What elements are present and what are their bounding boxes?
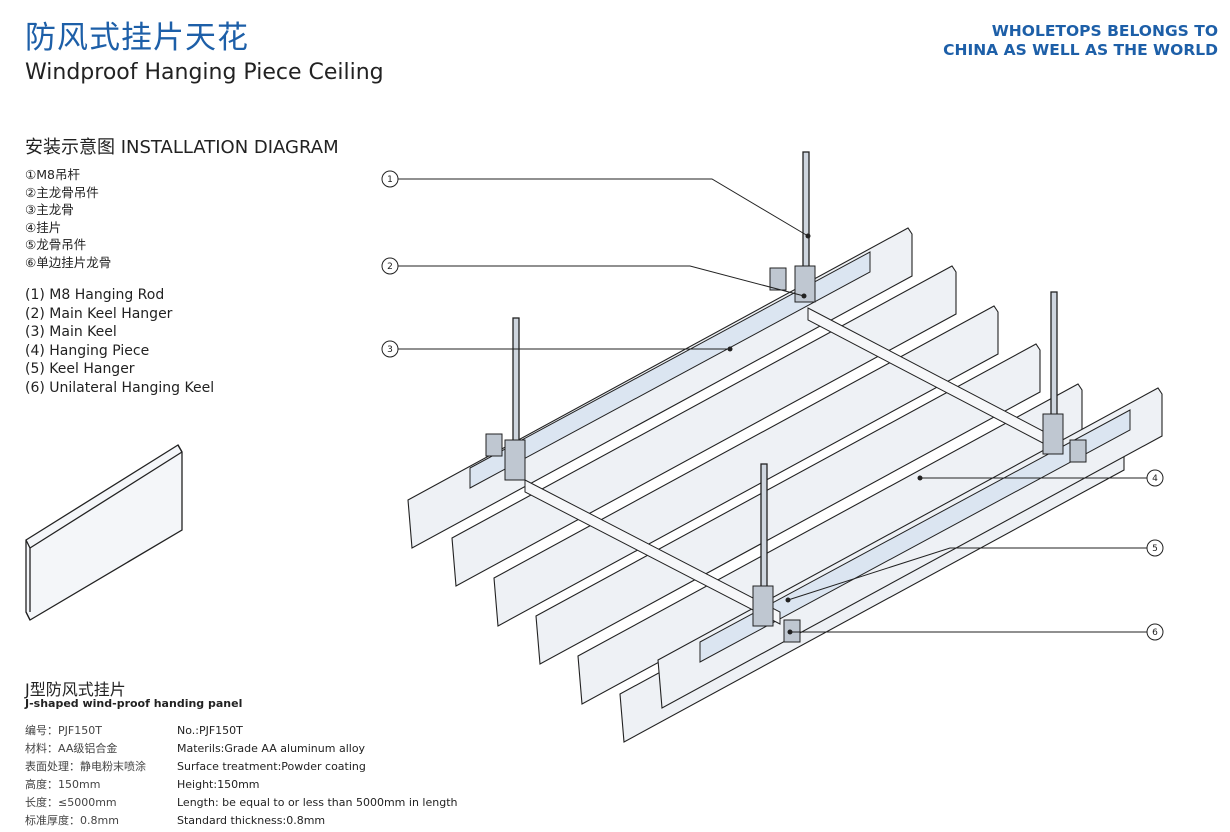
legend-en: (1) M8 Hanging Rod (2) Main Keel Hanger … <box>25 286 214 397</box>
spec-en: Standard thickness:0.8mm <box>177 814 326 827</box>
spec-cn: 长度：≤5000mm <box>25 796 117 809</box>
legend-en-item: (4) Hanging Piece <box>25 342 150 359</box>
brand-slogan: WHOLETOPS BELONGS TO CHINA AS WELL AS TH… <box>943 22 1218 60</box>
legend-cn-item: ③主龙骨 <box>25 202 74 217</box>
page-title-cn: 防风式挂片天花 <box>25 20 249 56</box>
installation-diagram-title: 安装示意图 INSTALLATION DIAGRAM <box>25 137 339 158</box>
spec-en: Materils:Grade AA aluminum alloy <box>177 742 366 755</box>
callout-leaders <box>398 178 1147 633</box>
spec-cn: 高度：150mm <box>25 778 101 791</box>
callout-markers: 1 2 3 4 5 6 <box>381 170 1164 641</box>
callout-3: 3 <box>387 345 393 355</box>
legend-cn-item: ⑥单边挂片龙骨 <box>25 254 112 270</box>
callout-5: 5 <box>1152 544 1158 554</box>
slogan-line-1: WHOLETOPS BELONGS TO <box>991 22 1218 40</box>
callout-6: 6 <box>1152 628 1158 638</box>
page-title-en: Windproof Hanging Piece Ceiling <box>25 60 384 85</box>
spec-cn: 编号：PJF150T <box>25 724 102 737</box>
callout-4: 4 <box>1152 474 1158 484</box>
callout-1: 1 <box>387 175 393 185</box>
legend-en-item: (5) Keel Hanger <box>25 361 135 377</box>
keel-hangers <box>485 265 1087 643</box>
legend-en-item: (1) M8 Hanging Rod <box>25 287 165 303</box>
spec-row: 表面处理：静电粉末喷涂 Surface treatment:Powder coa… <box>25 758 457 776</box>
spec-row: 材料：AA级铝合金 Materils:Grade AA aluminum all… <box>25 740 457 758</box>
spec-cn: 表面处理：静电粉末喷涂 <box>25 760 146 773</box>
legend-cn-item: ④挂片 <box>25 219 62 235</box>
spec-row: 长度：≤5000mm Length: be equal to or less t… <box>25 794 457 812</box>
spec-en: Height:150mm <box>177 778 260 791</box>
legend-cn-item: ⑤龙骨吊件 <box>25 237 87 252</box>
spec-row: 编号：PJF150T No.:PJF150T <box>25 722 457 740</box>
spec-cn: 标准厚度：0.8mm <box>25 814 119 827</box>
legend-en-item: (6) Unilateral Hanging Keel <box>25 379 215 396</box>
spec-row: 标准厚度：0.8mm Standard thickness:0.8mm <box>25 812 457 830</box>
spec-en: Surface treatment:Powder coating <box>177 760 366 773</box>
panel-title-cn: J型防风式挂片 <box>25 680 126 699</box>
legend-cn-item: ②主龙骨吊件 <box>25 184 99 200</box>
legend-cn: ①M8吊杆 ②主龙骨吊件 ③主龙骨 ④挂片 ⑤龙骨吊件 ⑥单边挂片龙骨 <box>25 166 111 271</box>
panel-spec-table: 编号：PJF150T No.:PJF150T 材料：AA级铝合金 Materil… <box>25 722 457 830</box>
slogan-line-2: CHINA AS WELL AS THE WORLD <box>943 41 1218 59</box>
spec-en: Length: be equal to or less than 5000mm … <box>177 796 458 809</box>
panel-title-en: J-shaped wind-proof handing panel <box>25 697 243 710</box>
callout-2: 2 <box>387 262 393 272</box>
spec-cn: 材料：AA级铝合金 <box>25 742 118 755</box>
cross-keels <box>524 307 1061 625</box>
spec-row: 高度：150mm Height:150mm <box>25 776 457 794</box>
legend-en-item: (2) Main Keel Hanger <box>25 305 173 322</box>
legend-cn-item: ①M8吊杆 <box>25 167 80 182</box>
legend-en-item: (3) Main Keel <box>25 324 117 340</box>
callout-dots <box>727 233 923 635</box>
j-panel-side-view <box>25 444 183 621</box>
spec-en: No.:PJF150T <box>177 724 243 737</box>
main-keels <box>469 251 1131 663</box>
